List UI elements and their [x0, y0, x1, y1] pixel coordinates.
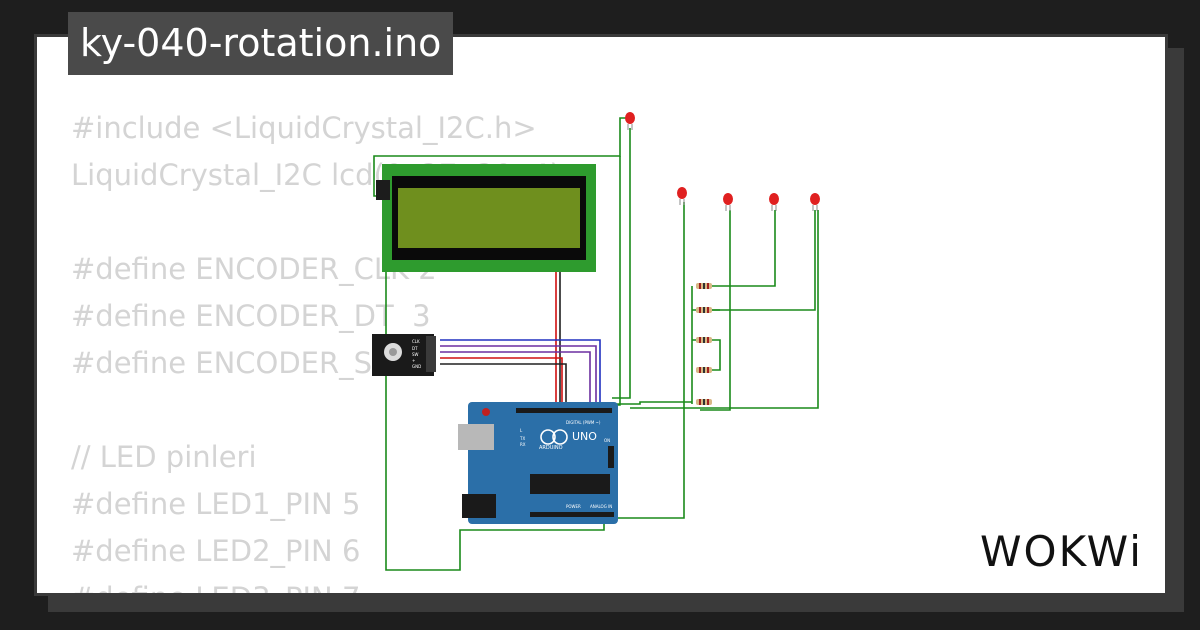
arduino-uno-board[interactable]: ARDUINO UNO DIGITAL (PWM ~) POWER ANALOG… [458, 402, 618, 524]
leds [625, 112, 820, 211]
on-label: ON [604, 438, 610, 443]
analog-label: ANALOG IN [590, 504, 612, 509]
code-line: #include <LiquidCrystal_I2C.h> [71, 111, 537, 145]
encoder-pin-label: + [412, 358, 415, 363]
red-led-icon [723, 193, 733, 211]
resistor-icon [696, 337, 712, 343]
lcd-display[interactable] [376, 164, 596, 272]
rx-label: RX [520, 442, 526, 447]
analog-header [530, 512, 614, 517]
code-line: #define LED1_PIN 5 [71, 487, 361, 521]
code-line: #define ENCODER_DT 3 [71, 299, 431, 333]
red-led-icon [810, 193, 820, 211]
power-jack [462, 494, 496, 518]
icsp-header [608, 446, 614, 468]
red-led-icon [769, 193, 779, 211]
digital-label: DIGITAL (PWM ~) [566, 420, 601, 425]
rotary-encoder[interactable]: CLK DT SW + GND [372, 334, 436, 376]
encoder-pin-label: GND [412, 364, 421, 369]
resistor-icon [696, 399, 712, 405]
code-line: #define LED3_PIN 7 [71, 581, 360, 593]
microcontroller-chip [530, 474, 610, 494]
arduino-logo-icon [540, 429, 556, 445]
power-label: POWER [566, 504, 581, 509]
arduino-model: UNO [572, 430, 597, 443]
reset-button [482, 408, 490, 416]
file-title-tab[interactable]: ky-040-rotation.ino [68, 12, 454, 75]
code-line: // LED pinleri [71, 440, 257, 474]
resistor-icon [696, 283, 712, 289]
usb-port [458, 424, 494, 450]
resistor-icon [696, 307, 712, 313]
code-line: #define ENCODER_CLK 2 [71, 252, 437, 286]
encoder-pin-label: CLK [412, 339, 420, 344]
logo-text: WOKWi [980, 527, 1143, 576]
wokwi-logo: WOKWi [980, 527, 1143, 576]
file-name: ky-040-rotation.ino [80, 21, 442, 65]
digital-header [516, 408, 612, 413]
preview-card: #include <LiquidCrystal_I2C.h> LiquidCry… [34, 34, 1168, 596]
green-wires [373, 117, 819, 571]
red-led-icon [677, 187, 687, 205]
code-line: #define LED2_PIN 6 [71, 534, 361, 568]
resistors [696, 283, 712, 405]
resistor-icon [696, 367, 712, 373]
arduino-brand: ARDUINO [539, 445, 563, 451]
encoder-pin-label: DT [412, 346, 418, 351]
encoder-pin-label: SW [412, 352, 419, 357]
l-label: L [520, 428, 523, 433]
tx-label: TX [519, 436, 525, 441]
red-led-icon [625, 112, 635, 130]
